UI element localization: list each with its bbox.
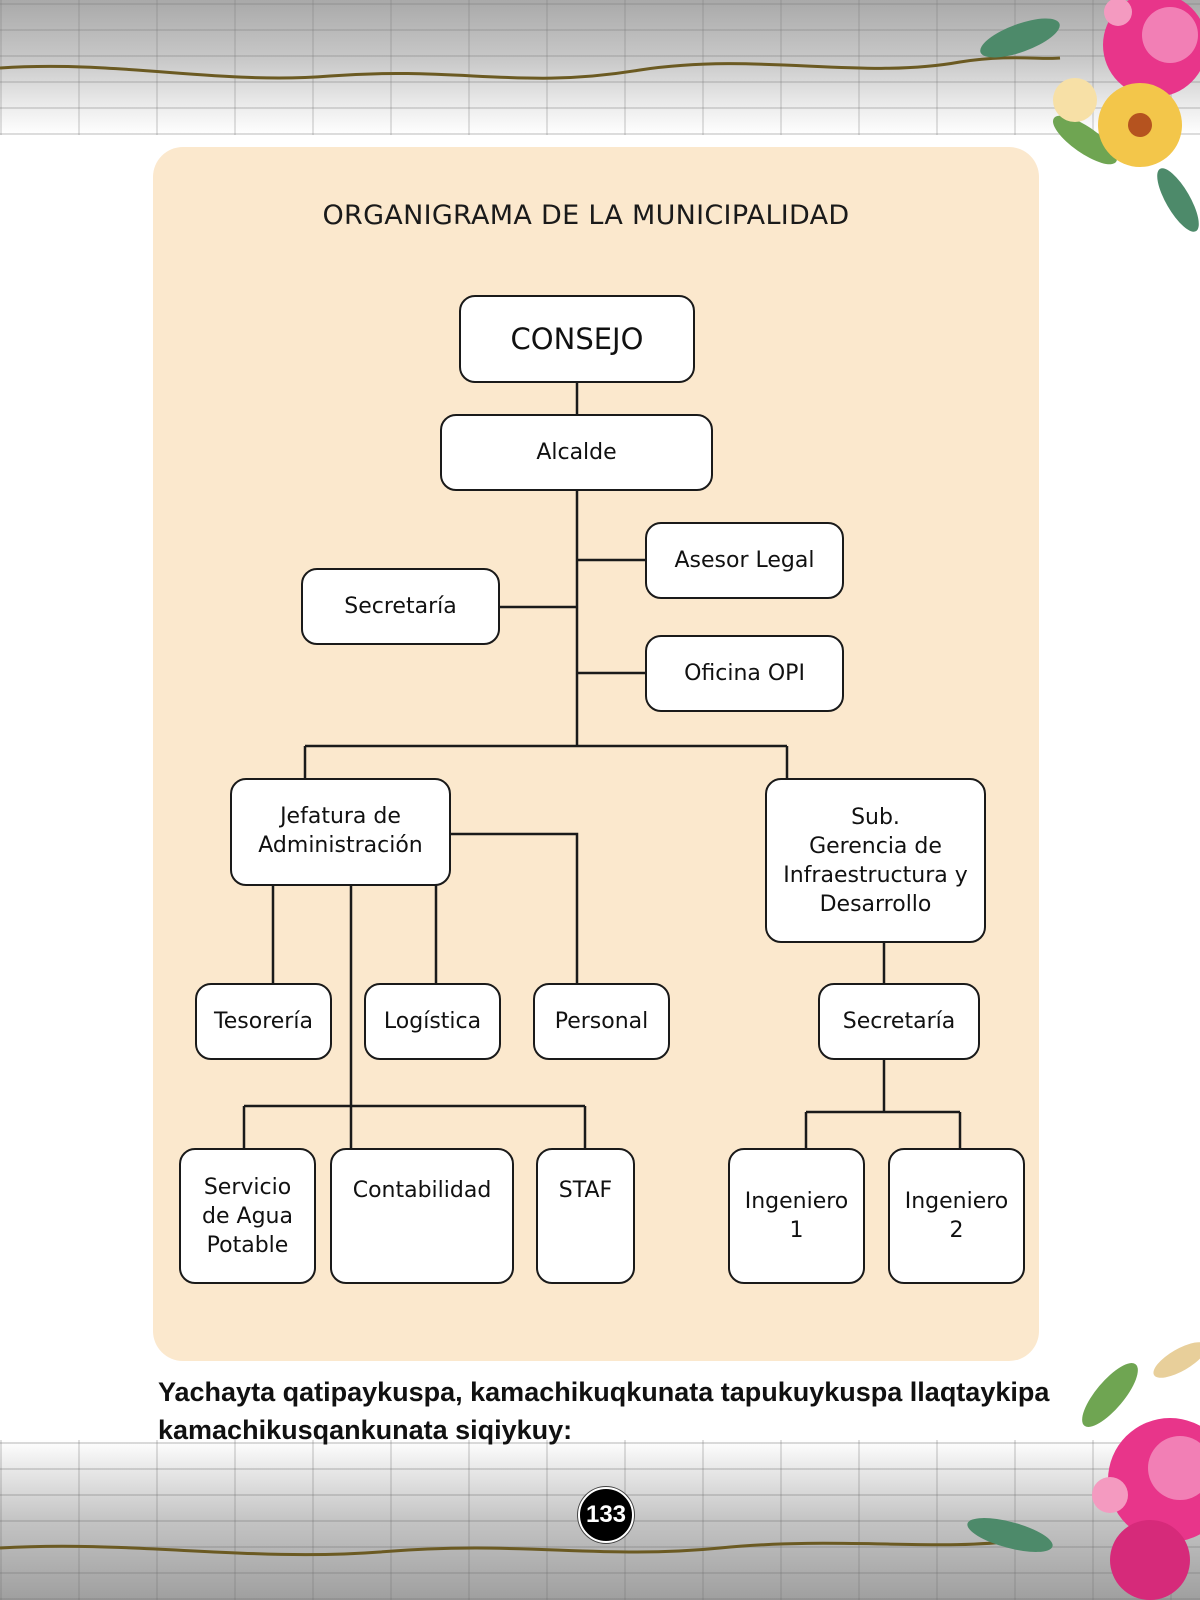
flower-bouquet-bottom-right [967, 1342, 1200, 1600]
node-personal: Personal [533, 983, 670, 1060]
node-asesor-legal: Asesor Legal [645, 522, 844, 599]
node-sub-gerencia-infraestructura: Sub. Gerencia de Infraestructura y Desar… [765, 778, 986, 943]
connector-to-personal [450, 832, 579, 983]
node-consejo: CONSEJO [459, 295, 695, 383]
node-secretaria-main: Secretaría [301, 568, 500, 645]
vine-top [0, 56, 1061, 80]
org-chart-title: ORGANIGRAMA DE LA MUNICIPALIDAD [322, 200, 850, 231]
node-ingeniero-1: Ingeniero 1 [728, 1148, 865, 1284]
node-oficina-opi: Oficina OPI [645, 635, 844, 712]
instruction-caption: Yachayta qatipaykuspa, kamachikuqkunata … [158, 1377, 1050, 1445]
node-alcalde: Alcalde [440, 414, 713, 491]
brick-wall-top-band [0, 0, 1200, 135]
node-servicio-agua-potable: Servicio de Agua Potable [179, 1148, 316, 1284]
node-contabilidad: Contabilidad [330, 1148, 514, 1284]
page-number-badge: 133 [578, 1487, 634, 1543]
node-tesoreria: Tesorería [195, 983, 332, 1060]
node-ingeniero-2: Ingeniero 2 [888, 1148, 1025, 1284]
node-staf: STAF [536, 1148, 635, 1284]
node-secretaria-sub-gerencia: Secretaría [818, 983, 980, 1060]
vine-bottom [0, 1538, 1021, 1557]
node-logistica: Logística [364, 983, 501, 1060]
node-jefatura-administracion: Jefatura de Administración [230, 778, 451, 886]
flower-bouquet-top-right [980, 0, 1200, 232]
